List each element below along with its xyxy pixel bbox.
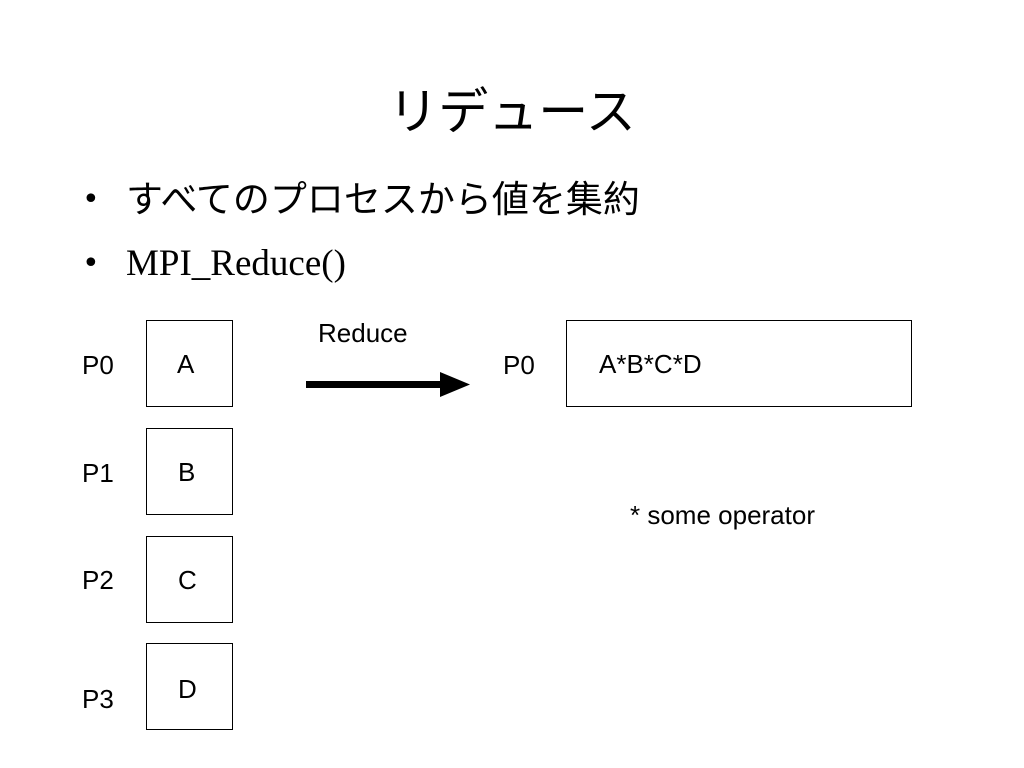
process-value: A [177,349,195,379]
process-box-p1: B [146,428,233,515]
bullet-marker: • [82,182,100,217]
process-box-p0: A [146,320,233,407]
process-box-p2: C [146,536,233,623]
bullet-item-description: • すべてのプロセスから値を集約 [82,172,640,236]
bullet-list: • すべてのプロセスから値を集約 • MPI_Reduce() [82,172,640,300]
result-value: A*B*C*D [599,349,702,379]
result-box: A*B*C*D [566,320,912,407]
bullet-text: すべてのプロセスから値を集約 [126,178,640,221]
process-label-p2: P2 [82,565,114,595]
reduce-arrow-icon [306,372,470,397]
process-box-p3: D [146,643,233,730]
bullet-marker: • [82,246,100,281]
bullet-text: MPI_Reduce() [126,243,346,284]
process-label-p0: P0 [82,350,114,380]
bullet-item-function: • MPI_Reduce() [82,236,640,300]
process-label-p1: P1 [82,458,114,488]
process-label-p3: P3 [82,684,114,714]
arrow-label: Reduce [318,318,408,348]
result-label-p0: P0 [503,350,535,380]
operator-note: * some operator [630,500,815,530]
process-value: D [178,674,197,704]
process-value: C [178,565,197,595]
slide-title: リデュース [388,83,636,141]
process-value: B [178,457,196,487]
